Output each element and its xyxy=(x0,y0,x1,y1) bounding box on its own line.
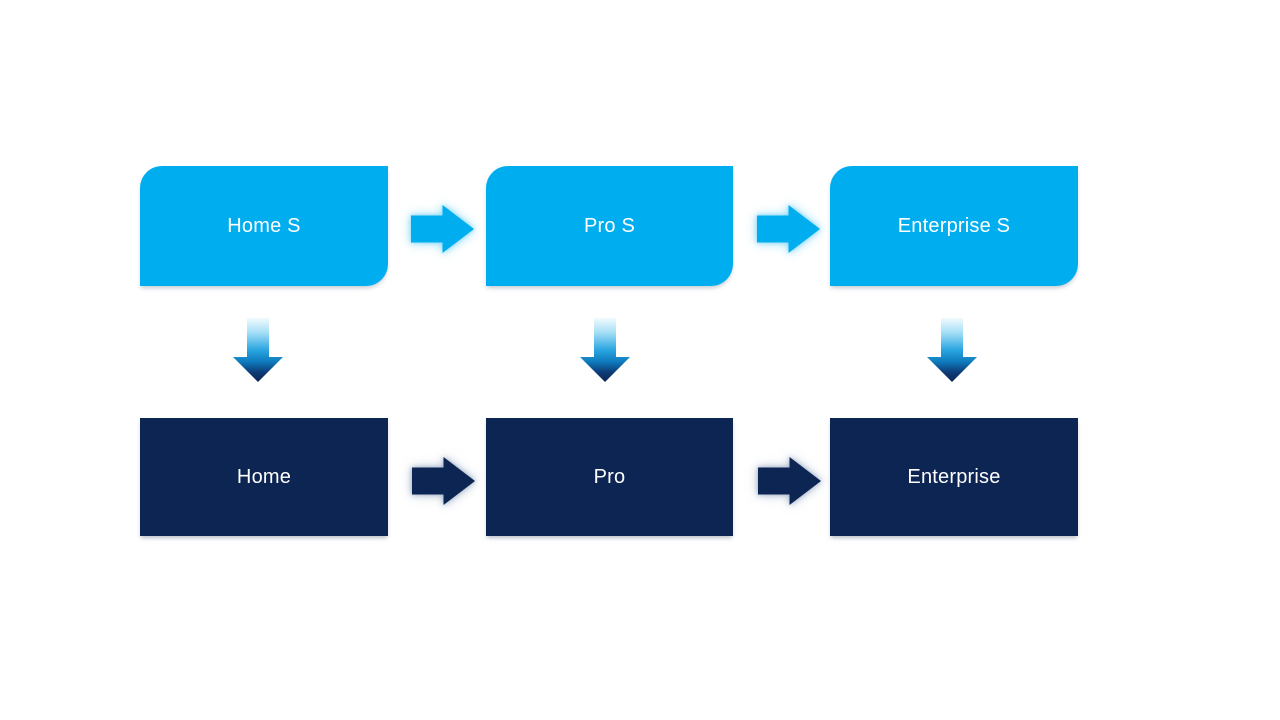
node-home: Home xyxy=(140,418,388,536)
down-arrow-icon xyxy=(580,318,630,382)
node-home-s-label: Home S xyxy=(227,214,301,237)
node-pro: Pro xyxy=(486,418,733,536)
node-enterprise: Enterprise xyxy=(830,418,1078,536)
right-arrow-icon xyxy=(758,457,821,505)
down-arrow-icon xyxy=(233,318,283,382)
node-home-label: Home xyxy=(236,465,292,488)
node-pro-label: Pro xyxy=(593,465,626,488)
node-pro-s: Pro S xyxy=(486,166,733,286)
node-enterprise-s: Enterprise S xyxy=(830,166,1078,286)
down-arrow-shape xyxy=(580,318,630,382)
right-arrow-shape xyxy=(757,205,820,253)
node-home-s: Home S xyxy=(140,166,388,286)
node-pro-s-label: Pro S xyxy=(583,214,636,237)
right-arrow-shape xyxy=(412,457,475,505)
right-arrow-icon xyxy=(757,205,820,253)
right-arrow-icon xyxy=(411,205,474,253)
down-arrow-shape xyxy=(927,318,977,382)
node-enterprise-s-label: Enterprise S xyxy=(897,214,1011,237)
down-arrow-icon xyxy=(927,318,977,382)
down-arrow-shape xyxy=(233,318,283,382)
right-arrow-icon xyxy=(412,457,475,505)
node-enterprise-label: Enterprise xyxy=(907,465,1001,488)
right-arrow-shape xyxy=(411,205,474,253)
right-arrow-shape xyxy=(758,457,821,505)
